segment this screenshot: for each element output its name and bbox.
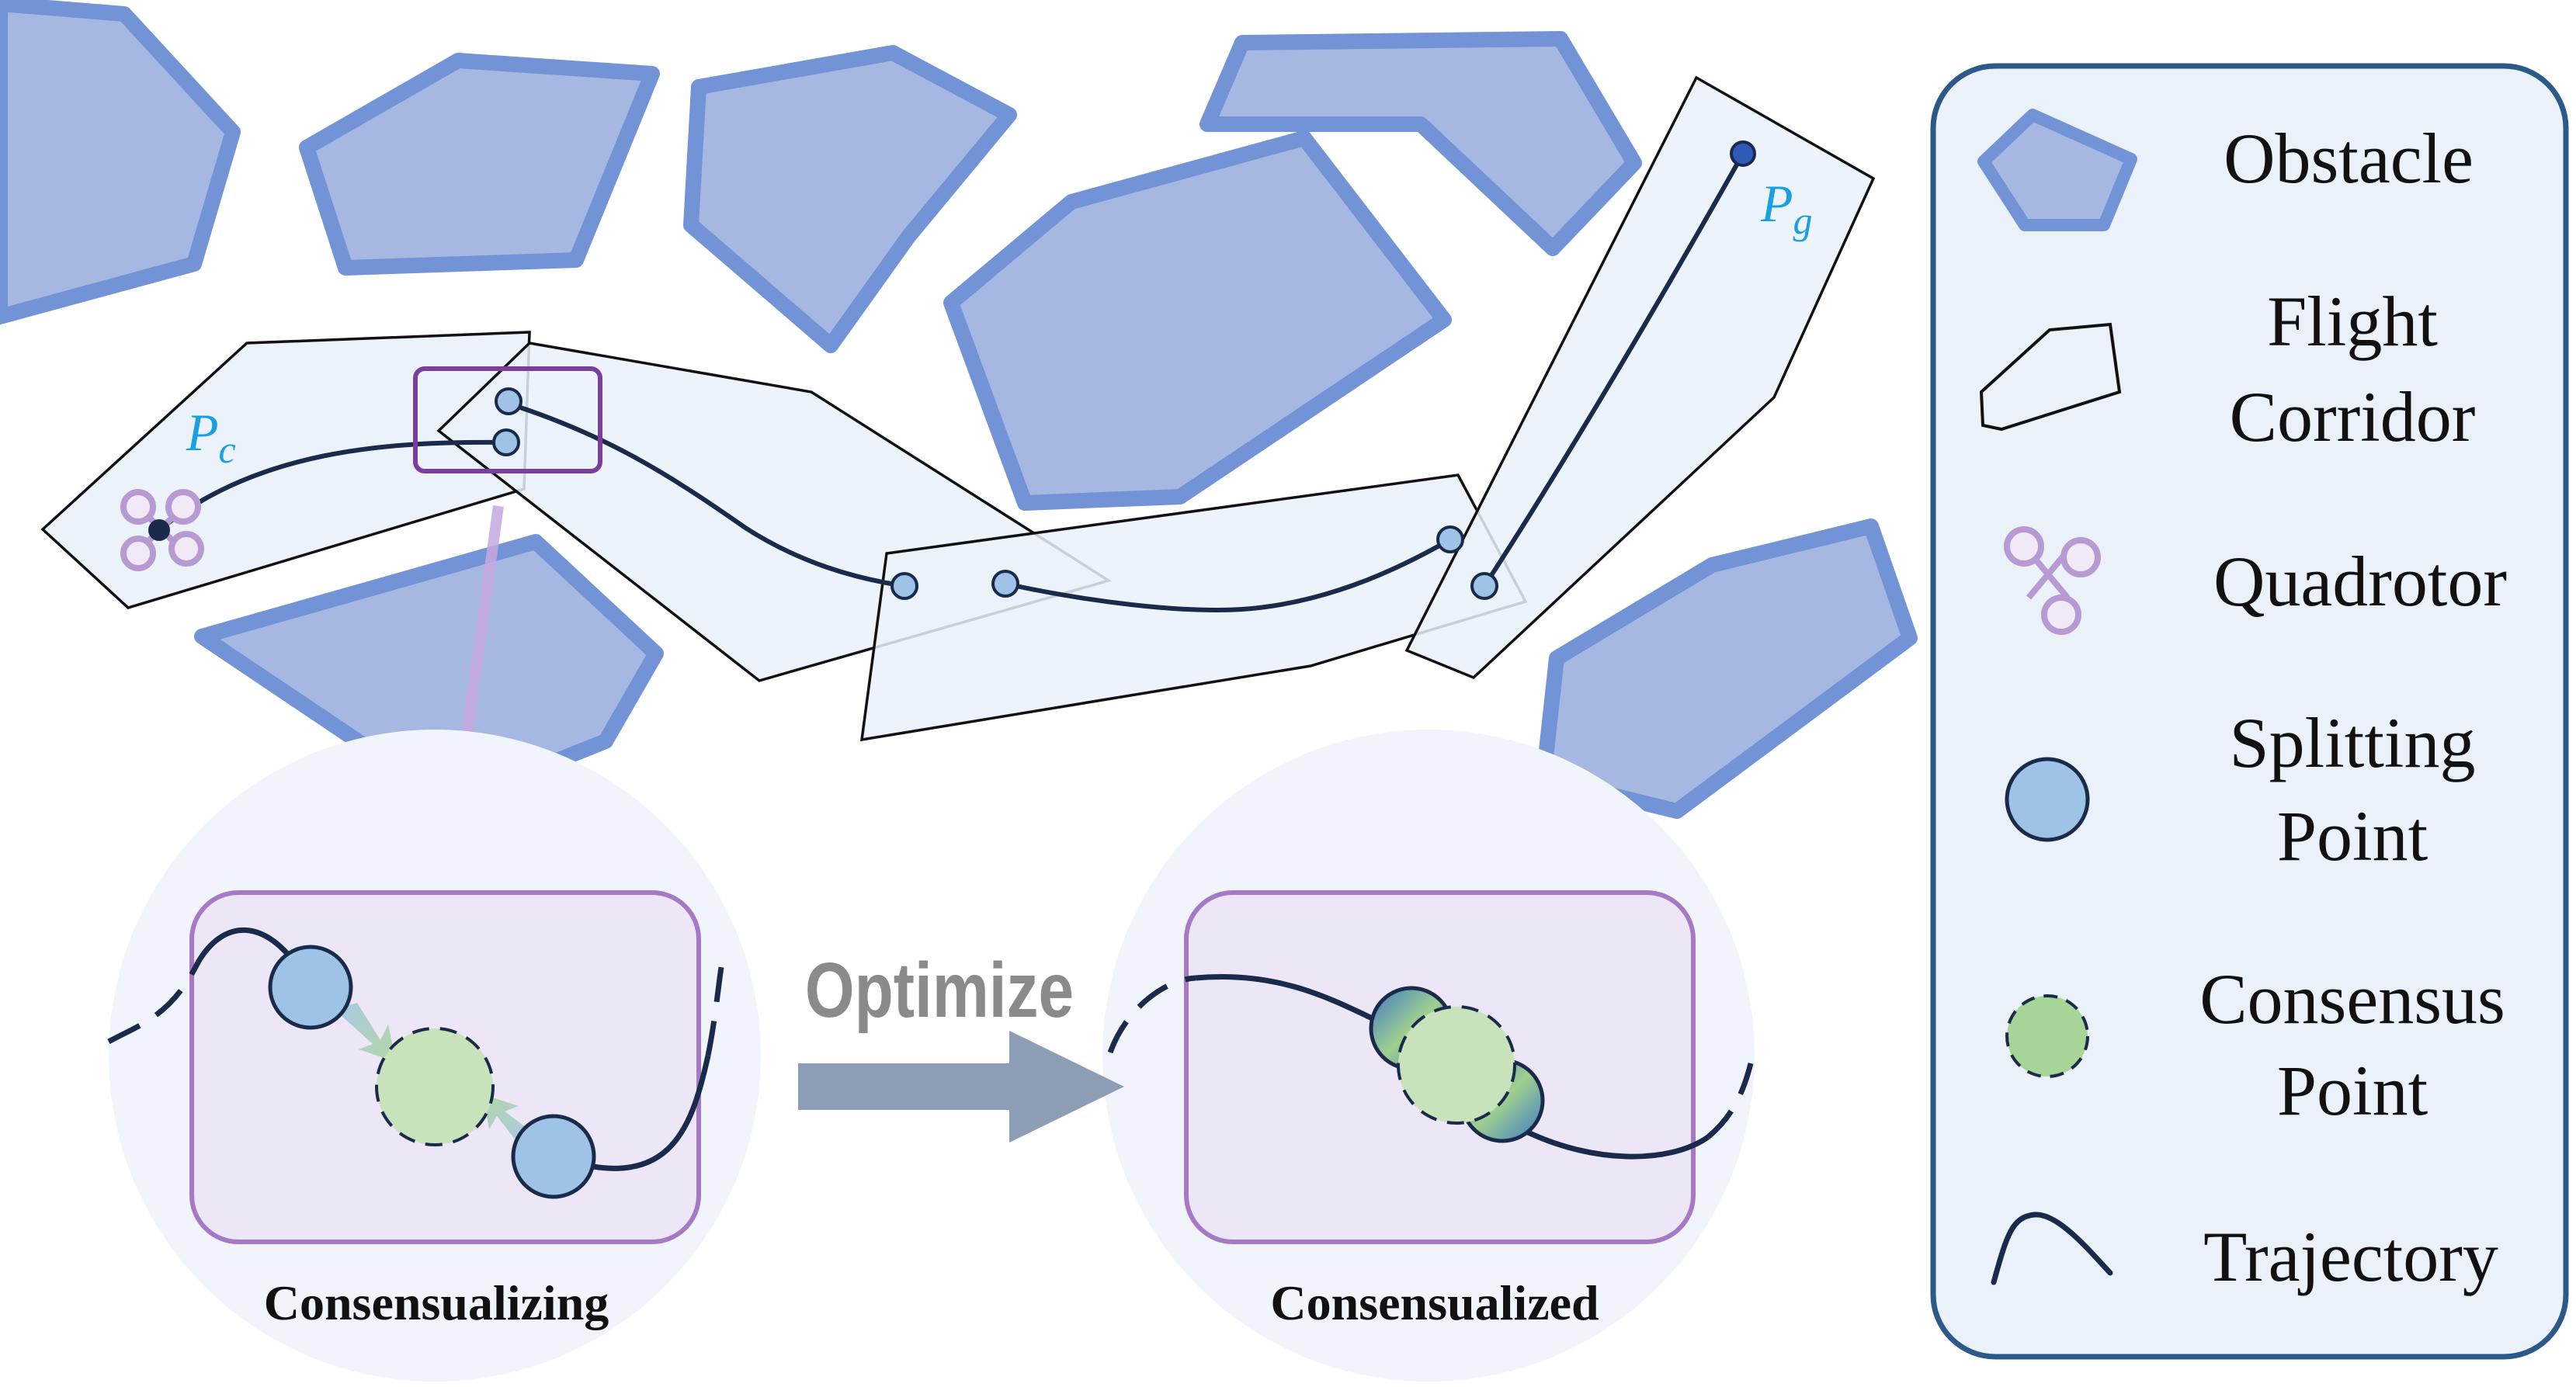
consensus-point-icon xyxy=(2005,994,2089,1078)
consensualized-caption: Consensualized xyxy=(1270,1275,1599,1330)
zoom-panel-consensualizing: Consensualizing xyxy=(107,730,761,1382)
splitting-point-icon xyxy=(2005,757,2090,842)
trajectory-segment xyxy=(157,439,509,532)
legend-flight-label: Flight xyxy=(2267,282,2438,361)
start-label: Pc xyxy=(186,403,236,471)
splitting-point xyxy=(492,428,520,456)
obstacle xyxy=(943,130,1452,511)
trajectory-segment xyxy=(506,401,907,588)
splitting-point xyxy=(268,945,353,1030)
trajectory-segment xyxy=(1003,537,1453,612)
trajectory-dashed xyxy=(1107,975,1196,1054)
splitting-points-main xyxy=(492,387,1498,600)
trajectory-segment xyxy=(1482,151,1745,588)
obstacle xyxy=(0,0,241,324)
trajectory-dashed xyxy=(705,962,725,1056)
legend-corridor-label: Corridor xyxy=(2230,377,2476,456)
optimize-arrow: Optimize xyxy=(798,947,1124,1143)
obstacle xyxy=(683,45,1017,353)
legend-obstacle-label: Obstacle xyxy=(2224,119,2474,198)
obstacle-icon xyxy=(1977,109,2137,231)
splitting-point xyxy=(511,1114,596,1199)
flight-corridor-icon xyxy=(1979,322,2122,432)
obstacle xyxy=(1199,31,1642,256)
legend-consensus-label: Consensus xyxy=(2199,959,2505,1039)
quadrotor-icon xyxy=(2004,526,2101,635)
splitting-point xyxy=(495,387,522,415)
legend-consensus-point-label: Point xyxy=(2277,1051,2428,1130)
legend-splitting-point-label: Point xyxy=(2277,796,2428,876)
legend-trajectory-label: Trajectory xyxy=(2203,1217,2498,1296)
splitting-point xyxy=(1470,572,1498,600)
trajectory-main xyxy=(157,151,1745,612)
highlight-box xyxy=(413,366,602,473)
legend: Obstacle Flight Corridor Quadrotor Split… xyxy=(1930,63,2569,1360)
obstacle xyxy=(299,53,660,276)
splitting-point xyxy=(1436,525,1464,553)
legend-splitting-label: Splitting xyxy=(2230,703,2476,782)
optimize-label: Optimize xyxy=(805,947,1074,1034)
trajectory-dashed xyxy=(107,961,201,1045)
consensualizing-caption: Consensualizing xyxy=(264,1275,609,1330)
splitting-point xyxy=(890,572,918,600)
trajectory-icon xyxy=(1991,1212,2113,1285)
consensus-point xyxy=(1397,1005,1516,1125)
splitting-point xyxy=(991,570,1019,598)
legend-quadrotor-label: Quadrotor xyxy=(2213,542,2507,621)
obstacle xyxy=(1536,518,1918,819)
goal-label: Pg xyxy=(1760,174,1813,242)
goal-point xyxy=(1730,140,1756,167)
quadrotor-icon xyxy=(120,489,204,571)
trajectory-dashed xyxy=(1706,1063,1754,1139)
convergence-arrow xyxy=(334,1003,396,1062)
consensus-point xyxy=(375,1027,495,1146)
zoom-panel-consensualized: Consensualized xyxy=(1102,730,1755,1382)
